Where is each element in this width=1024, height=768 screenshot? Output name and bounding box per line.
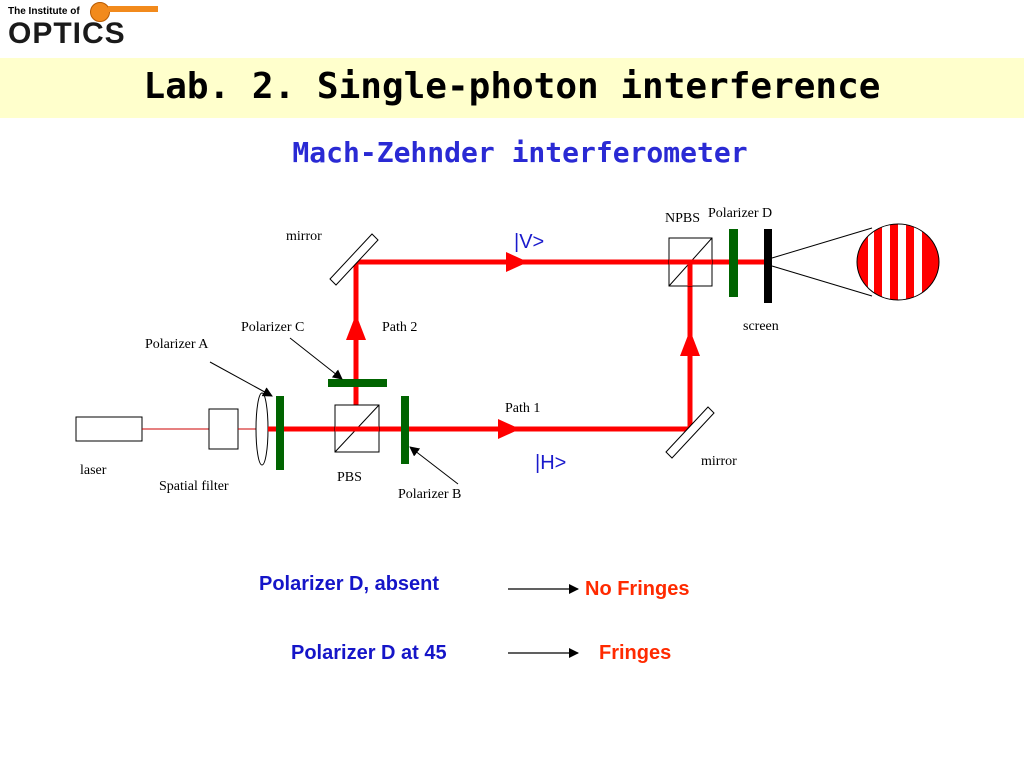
- logo-bar: [108, 6, 158, 12]
- label-mirror-bottom: mirror: [701, 454, 737, 469]
- fringe-pattern: [857, 224, 939, 300]
- result-outcome-2: Fringes: [599, 642, 672, 664]
- mirror-bottom: [665, 406, 715, 459]
- label-polarizer-c: Polarizer C: [241, 320, 304, 335]
- polarizer-c-pointer: [289, 337, 343, 380]
- beam-arrow-up-right: [680, 330, 700, 356]
- label-screen: screen: [743, 319, 779, 334]
- label-path-2: Path 2: [382, 320, 417, 335]
- polarizer-c: [328, 379, 387, 387]
- label-polarizer-b: Polarizer B: [398, 487, 461, 502]
- polarizer-a-pointer: [209, 361, 273, 397]
- label-path-1: Path 1: [505, 401, 540, 416]
- lens: [255, 392, 269, 466]
- result-condition-2: Polarizer D at 45: [291, 642, 447, 664]
- screen-plate: [764, 229, 772, 303]
- label-pbs: PBS: [337, 470, 362, 485]
- screen-ray-bottom: [771, 265, 873, 297]
- polarizer-a: [276, 396, 284, 470]
- result-condition-1: Polarizer D, absent: [259, 573, 440, 595]
- result-outcome-1: No Fringes: [585, 578, 690, 600]
- laser-box: [75, 416, 143, 442]
- polarizer-b: [401, 396, 409, 464]
- beam-arrow-up-left: [346, 314, 366, 340]
- logo-small-text: The Institute of: [8, 6, 80, 17]
- polarizer-b-pointer: [409, 446, 459, 485]
- label-mirror-top: mirror: [286, 229, 322, 244]
- slide-subtitle: Mach-Zehnder interferometer: [292, 136, 748, 169]
- label-laser: laser: [80, 463, 107, 478]
- fringe-outline: [856, 223, 940, 301]
- institute-logo: The Institute of OPTICS: [4, 2, 160, 54]
- logo-emblem-icon: [90, 2, 110, 22]
- mirror-top: [329, 233, 379, 286]
- label-npbs: NPBS: [665, 211, 700, 226]
- label-ket-h: |H>: [535, 452, 566, 474]
- slide-title: Lab. 2. Single-photon interference: [143, 66, 881, 107]
- title-band: [0, 58, 1024, 118]
- label-polarizer-d: Polarizer D: [708, 206, 772, 221]
- label-ket-v: |V>: [514, 231, 544, 253]
- beam-arrow-right-bottom: [498, 419, 520, 439]
- screen-ray-top: [771, 227, 873, 259]
- label-spatial-filter: Spatial filter: [159, 479, 229, 494]
- beam-arrow-right-top: [506, 252, 528, 272]
- label-polarizer-a: Polarizer A: [145, 337, 209, 352]
- logo-big-text: OPTICS: [8, 17, 126, 50]
- polarizer-d: [729, 229, 738, 297]
- spatial-filter-box: [208, 408, 239, 450]
